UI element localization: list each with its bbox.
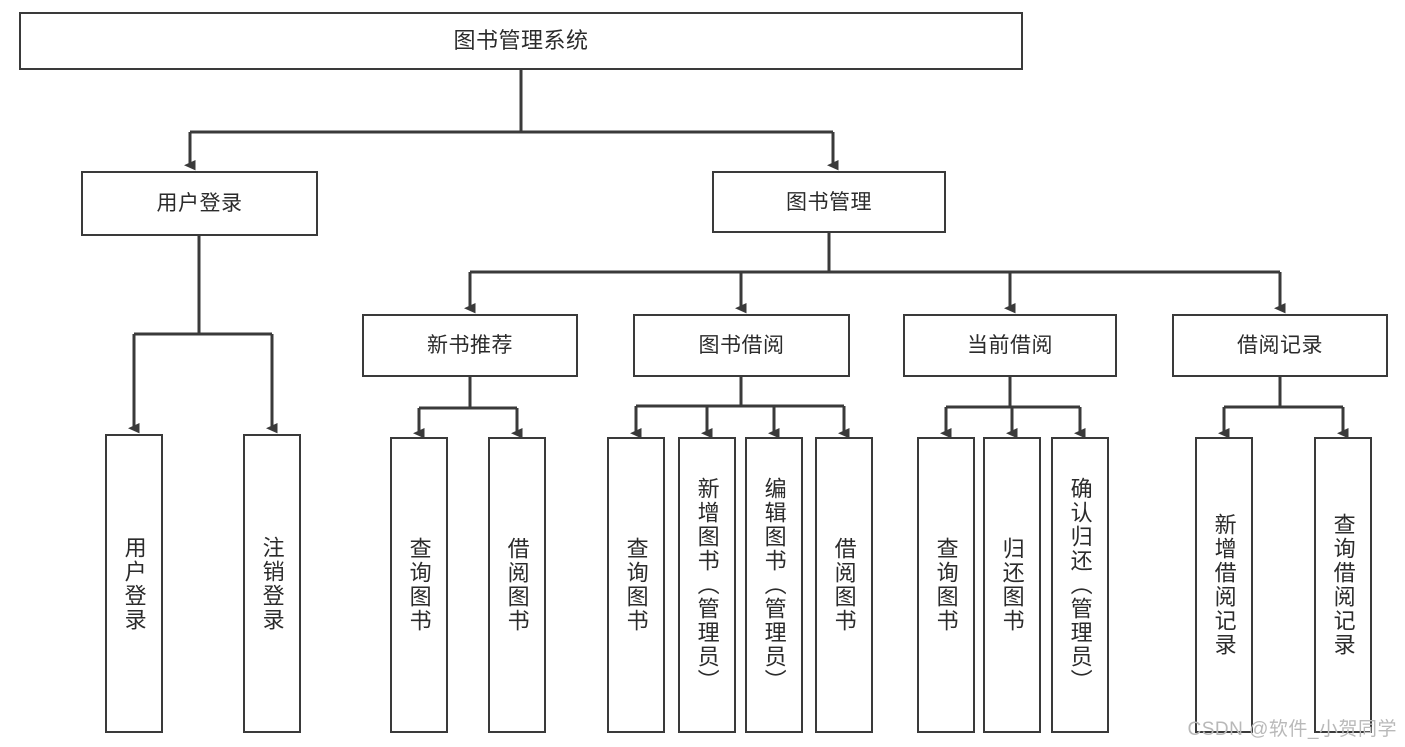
leaf-borrow-query-book[interactable]: 查询图书 [607, 437, 665, 733]
node-root-label: 图书管理系统 [453, 28, 589, 53]
leaf-current-query-book-label: 查询图书 [933, 537, 959, 633]
leaf-borrow-query-book-label: 查询图书 [623, 537, 649, 633]
leaf-new-book-query[interactable]: 查询图书 [390, 437, 448, 733]
leaf-current-confirm-return-label: 确认归还（管理员） [1067, 477, 1093, 693]
node-borrow-records-label: 借阅记录 [1237, 334, 1323, 357]
node-book-borrow-label: 图书借阅 [698, 334, 785, 357]
node-book-management-label: 图书管理 [786, 190, 872, 214]
node-user-login-label: 用户登录 [156, 192, 243, 215]
node-book-borrow[interactable]: 图书借阅 [633, 314, 850, 377]
node-borrow-records[interactable]: 借阅记录 [1172, 314, 1388, 377]
leaf-user-login-signin-label: 用户登录 [121, 535, 147, 632]
node-user-login[interactable]: 用户登录 [81, 171, 318, 236]
leaf-borrow-edit-book-label: 编辑图书（管理员） [761, 477, 787, 693]
node-book-management[interactable]: 图书管理 [712, 171, 946, 233]
leaf-user-login-signout-label: 注销登录 [259, 535, 285, 632]
node-current-borrow-label: 当前借阅 [967, 334, 1053, 357]
leaf-new-book-borrow-label: 借阅图书 [504, 537, 530, 633]
leaf-borrow-borrow-book-label: 借阅图书 [831, 537, 857, 633]
leaf-borrow-borrow-book[interactable]: 借阅图书 [815, 437, 873, 733]
leaf-records-add[interactable]: 新增借阅记录 [1195, 437, 1253, 733]
node-root[interactable]: 图书管理系统 [19, 12, 1023, 70]
leaf-new-book-borrow[interactable]: 借阅图书 [488, 437, 546, 733]
node-current-borrow[interactable]: 当前借阅 [903, 314, 1117, 377]
leaf-records-query[interactable]: 查询借阅记录 [1314, 437, 1372, 733]
node-new-book-recommend-label: 新书推荐 [427, 334, 513, 357]
leaf-current-return-book-label: 归还图书 [999, 537, 1025, 633]
leaf-new-book-query-label: 查询图书 [406, 537, 432, 633]
leaf-borrow-edit-book[interactable]: 编辑图书（管理员） [745, 437, 803, 733]
leaf-borrow-add-book-label: 新增图书（管理员） [694, 477, 720, 693]
leaf-records-query-label: 查询借阅记录 [1330, 513, 1356, 657]
leaf-current-return-book[interactable]: 归还图书 [983, 437, 1041, 733]
node-new-book-recommend[interactable]: 新书推荐 [362, 314, 578, 377]
leaf-borrow-add-book[interactable]: 新增图书（管理员） [678, 437, 736, 733]
leaf-records-add-label: 新增借阅记录 [1211, 513, 1237, 657]
leaf-user-login-signout[interactable]: 注销登录 [243, 434, 301, 733]
leaf-current-query-book[interactable]: 查询图书 [917, 437, 975, 733]
leaf-current-confirm-return[interactable]: 确认归还（管理员） [1051, 437, 1109, 733]
leaf-user-login-signin[interactable]: 用户登录 [105, 434, 163, 733]
